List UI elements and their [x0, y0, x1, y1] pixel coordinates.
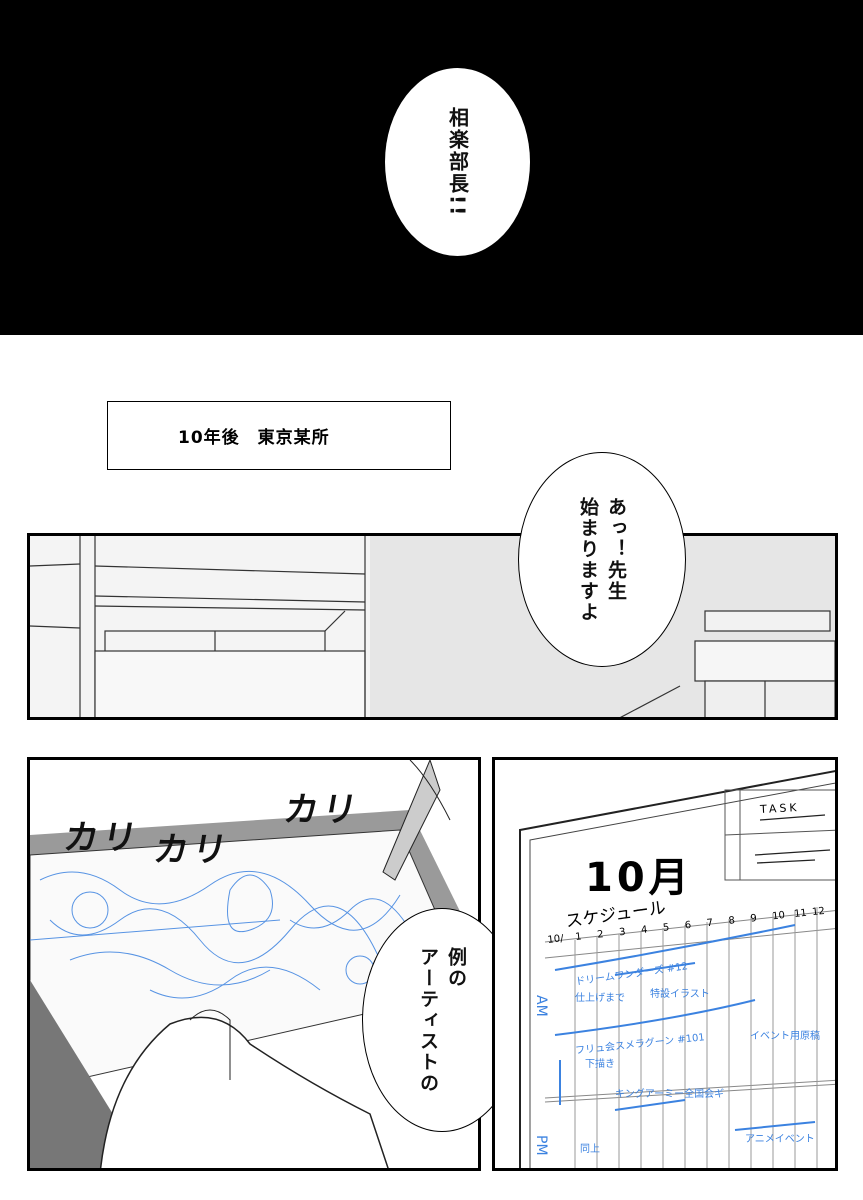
schedule-note: キングアーミー全国会ギ	[615, 1089, 725, 1100]
caption-text: 10年後 東京某所	[178, 428, 330, 448]
bubble-text-3: 例の アーティストの	[417, 946, 467, 1094]
speech-bubble-1: 相楽部長!!	[385, 68, 530, 256]
day-number: 11	[793, 907, 808, 921]
day-number: 6	[684, 919, 692, 932]
day-number: 2	[596, 929, 605, 941]
speech-bubble-2: あっ！先生 始まりますよ	[518, 452, 686, 667]
sfx-kari-3: カリ	[280, 790, 364, 830]
schedule-note: イベント用原稿	[750, 1031, 820, 1042]
caption-box: 10年後 東京某所	[107, 401, 451, 470]
schedule-note: 下描き	[585, 1059, 615, 1070]
board-month: 10月	[585, 855, 693, 901]
whiteboard-frame	[519, 770, 835, 1168]
bubble-text-2: あっ！先生 始まりますよ	[577, 496, 627, 623]
day-number: 10	[771, 910, 786, 923]
schedule-note: 特設イラスト	[650, 989, 710, 1000]
sfx-kari-2: カリ	[150, 830, 234, 870]
day-number: 9	[749, 913, 758, 925]
am-label: AM	[533, 995, 549, 1017]
schedule-note: アニメイベント	[745, 1134, 815, 1145]
day-number: 1	[574, 931, 583, 944]
day-number: 12	[811, 905, 826, 919]
day-number: 4	[640, 924, 648, 937]
pm-label: PM	[533, 1135, 549, 1156]
task-header: TASK	[759, 800, 800, 817]
panel-office	[27, 533, 838, 720]
schedule-note: 同上	[580, 1144, 600, 1155]
sfx-kari-1: カリ	[60, 818, 144, 858]
panel-schedule-board: 10月 スケジュール TASK 10/ 1 2 3 4 5 6 7 8 9 10…	[492, 757, 838, 1171]
day-number: 8	[728, 915, 736, 927]
office-illustration	[30, 536, 835, 717]
drawing-tablet-illustration	[30, 760, 478, 1168]
bubble-text-1: 相楽部長!!	[445, 106, 470, 218]
day-number: 5	[662, 922, 670, 934]
day-number: 7	[706, 917, 714, 930]
day-number: 3	[618, 926, 627, 939]
schedule-note: 仕上げまで	[575, 993, 625, 1004]
